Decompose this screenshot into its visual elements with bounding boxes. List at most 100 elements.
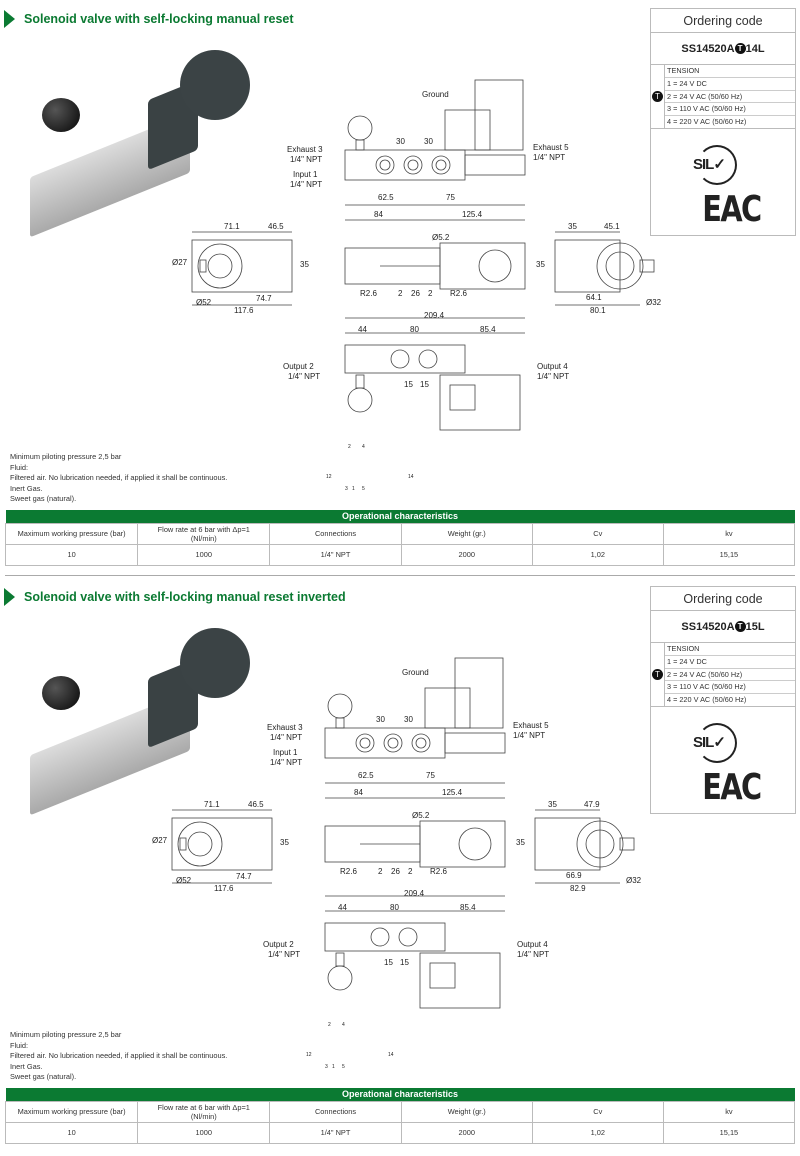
drawing-label: Ø27 bbox=[152, 836, 168, 845]
drawing-label: Ground bbox=[402, 668, 429, 677]
tension-option: 3 = 110 V AC (50/60 Hz) bbox=[665, 103, 795, 117]
note-line: Minimum piloting pressure 2,5 bar bbox=[10, 452, 122, 461]
drawing-label: 74.7 bbox=[256, 294, 272, 303]
drawing-label: Ø27 bbox=[172, 258, 188, 267]
eac-logo: EAC bbox=[702, 767, 762, 808]
tension-badge-icon: T bbox=[734, 621, 746, 632]
table-title: Operational characteristics bbox=[5, 510, 795, 523]
front-view bbox=[324, 820, 506, 897]
drawing-label: R2.6 bbox=[340, 867, 357, 876]
tension-heading: TENSION bbox=[665, 65, 795, 78]
drawing-label: 80 bbox=[410, 325, 419, 334]
code-suffix: 14L bbox=[745, 43, 765, 55]
symbol-port-label: 14 bbox=[388, 1052, 394, 1058]
drawing-label: 30 bbox=[404, 715, 413, 724]
drawing-label: 2 bbox=[428, 289, 433, 298]
coil-housing bbox=[180, 628, 250, 698]
drawing-label: 82.9 bbox=[570, 884, 586, 893]
tension-option: 4 = 220 V AC (50/60 Hz) bbox=[667, 695, 747, 705]
drawing-label: 44 bbox=[358, 325, 367, 334]
drawing-label: 46.5 bbox=[268, 222, 284, 231]
drawing-label: 45.1 bbox=[604, 222, 620, 231]
ordering-code-heading: Ordering code bbox=[651, 587, 795, 611]
table-cell: 10 bbox=[4, 1121, 139, 1144]
table-cell: 15,15 bbox=[662, 1121, 796, 1144]
drawing-label: 1/4" NPT bbox=[533, 153, 566, 162]
drawing-label: 15 bbox=[384, 958, 393, 967]
code-prefix: SS14520A bbox=[681, 621, 735, 633]
drawing-label: Input 1 bbox=[273, 748, 298, 757]
section-arrow-icon bbox=[4, 10, 15, 28]
table-cell: 2000 bbox=[400, 1121, 533, 1144]
drawing-label: 80 bbox=[390, 903, 399, 912]
drawing-label: 1/4" NPT bbox=[270, 758, 303, 767]
section-divider bbox=[5, 575, 795, 576]
drawing-label: R2.6 bbox=[360, 289, 377, 298]
note-line: Minimum piloting pressure 2,5 bar bbox=[10, 1030, 122, 1039]
side-view-left bbox=[191, 231, 293, 306]
tension-option: 1 = 24 V DC bbox=[665, 656, 795, 669]
drawing-label: Ø32 bbox=[626, 876, 642, 885]
drawing-label: 84 bbox=[374, 210, 383, 219]
note-line: Inert Gas. bbox=[10, 483, 43, 493]
tension-option: 1 = 24 V DC bbox=[665, 78, 795, 91]
top-view bbox=[324, 657, 506, 799]
drawing-label: Exhaust 3 bbox=[267, 723, 303, 732]
drawing-label: 35 bbox=[300, 260, 309, 269]
drawing-label: 15 bbox=[420, 380, 429, 389]
drawing-label: 209.4 bbox=[404, 889, 425, 898]
sil-logo: SIL✓ bbox=[693, 723, 737, 763]
tension-heading: TENSION bbox=[665, 643, 795, 656]
column-header: Weight (gr.) bbox=[400, 1100, 533, 1123]
table-cell: 1/4" NPT bbox=[269, 543, 402, 566]
drawing-label: 1/4" NPT bbox=[270, 733, 303, 742]
operational-characteristics-table: Operational characteristics Maximum work… bbox=[4, 510, 796, 566]
table-cell: 2000 bbox=[400, 543, 533, 566]
column-header: Weight (gr.) bbox=[400, 522, 533, 545]
drawing-label: 30 bbox=[424, 137, 433, 146]
manual-reset-knob bbox=[42, 98, 80, 132]
drawing-label: 62.5 bbox=[378, 193, 394, 202]
drawing-label: 125.4 bbox=[442, 788, 463, 797]
drawing-label: 75 bbox=[426, 771, 435, 780]
section-title: Solenoid valve with self-locking manual … bbox=[24, 12, 294, 26]
drawing-label: 47.9 bbox=[584, 800, 600, 809]
sil-logo: SIL✓ bbox=[693, 145, 737, 185]
tension-badge-icon: T bbox=[734, 43, 746, 54]
drawing-label: 26 bbox=[391, 867, 400, 876]
coil-housing bbox=[180, 50, 250, 120]
side-view-right bbox=[554, 231, 655, 306]
ordering-code-heading: Ordering code bbox=[651, 9, 795, 33]
product-section: Solenoid valve with self-locking manual … bbox=[0, 0, 800, 572]
drawing-label: Exhaust 5 bbox=[513, 721, 549, 730]
note-line: Sweet gas (natural). bbox=[10, 1072, 77, 1081]
drawing-label: 80.1 bbox=[590, 306, 606, 315]
table-cell: 1000 bbox=[137, 1121, 271, 1144]
product-photo bbox=[30, 50, 260, 260]
tension-badge-icon: T bbox=[652, 91, 663, 102]
column-header: Cv bbox=[531, 1100, 664, 1123]
product-photo bbox=[30, 628, 260, 838]
table-cell: 1,02 bbox=[531, 543, 664, 566]
tension-option: 4 = 220 V AC (50/60 Hz) bbox=[667, 117, 747, 127]
column-header: Connections bbox=[269, 522, 402, 545]
drawing-label: R2.6 bbox=[430, 867, 447, 876]
tension-option: 2 = 24 V AC (50/60 Hz) bbox=[665, 669, 795, 682]
drawing-label: 44 bbox=[338, 903, 347, 912]
column-header: Connections bbox=[269, 1100, 402, 1123]
drawing-label: Ground bbox=[422, 90, 449, 99]
drawing-label: 35 bbox=[536, 260, 545, 269]
drawing-label: Input 1 bbox=[293, 170, 318, 179]
symbol-port-label: 2 bbox=[328, 1022, 331, 1028]
symbol-port-label: 12 bbox=[326, 474, 332, 480]
drawing-label: 117.6 bbox=[234, 306, 254, 315]
drawing-label: 2 bbox=[408, 867, 413, 876]
column-header: Maximum working pressure (bar) bbox=[4, 1100, 139, 1123]
symbol-port-label: 5 bbox=[362, 486, 365, 492]
drawing-label: Output 4 bbox=[537, 362, 568, 371]
